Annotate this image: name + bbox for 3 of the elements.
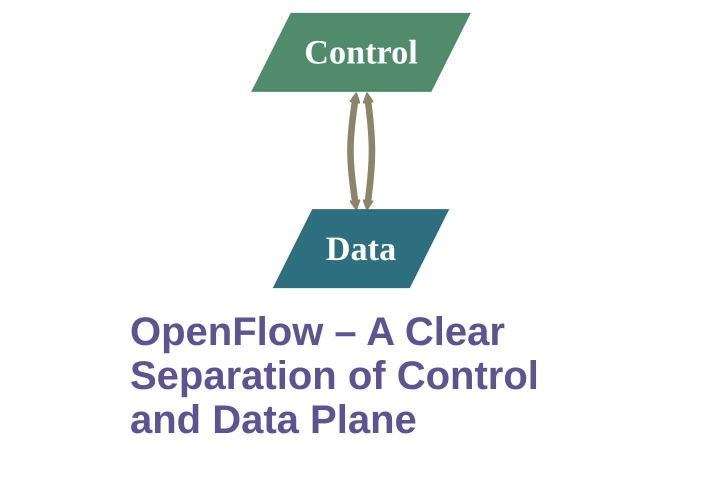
arrow: [347, 91, 361, 210]
arrow: [362, 91, 376, 210]
caption: OpenFlow – A Clear Separation of Control and Data Plane: [130, 310, 540, 442]
